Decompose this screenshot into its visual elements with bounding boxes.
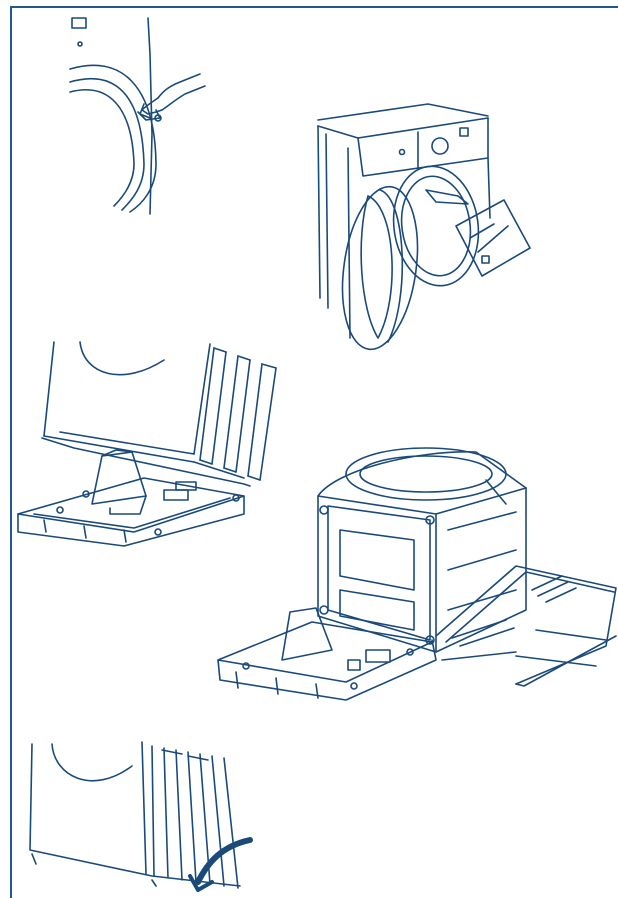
page-border-left	[10, 6, 12, 898]
remove-transit-strap-icon	[60, 14, 210, 214]
lower-machine-arrow-icon	[22, 736, 272, 898]
remove-polystyrene-base-icon	[216, 440, 616, 722]
page-border-top	[10, 6, 618, 8]
remove-document-bag-icon	[318, 98, 538, 358]
